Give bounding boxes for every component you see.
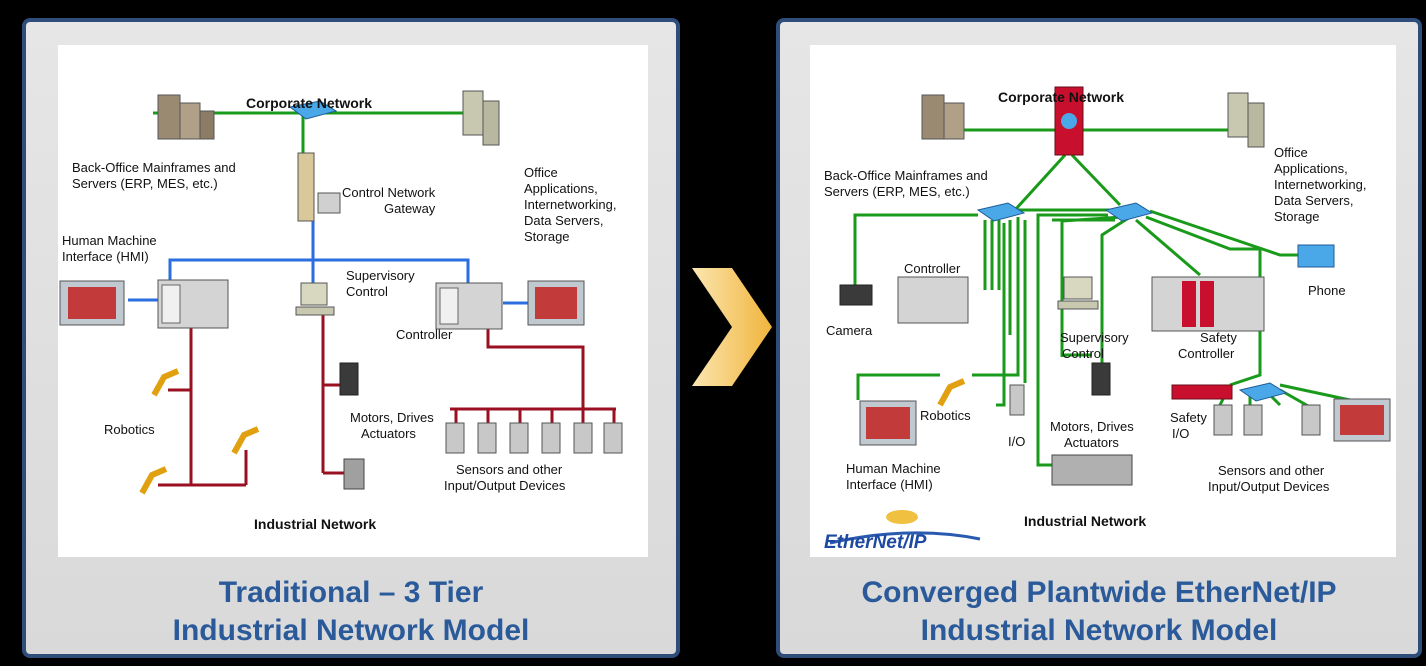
sensors-label-line2: Input/Output Devices bbox=[444, 478, 566, 493]
motors-label-line1: Motors, Drives bbox=[1050, 419, 1134, 434]
office-apps-label-line4: Data Servers, bbox=[1274, 193, 1353, 208]
office-server-icon bbox=[1227, 92, 1265, 148]
firewall-icon bbox=[1054, 86, 1084, 156]
safety-io-label-line2: I/O bbox=[1172, 426, 1189, 441]
caption-line2: Industrial Network Model bbox=[172, 614, 530, 647]
camera-label: Camera bbox=[826, 323, 873, 338]
hmi-label-line2: Interface (HMI) bbox=[62, 249, 149, 264]
office-server-icon bbox=[462, 90, 500, 146]
sensors-label-line2: Input/Output Devices bbox=[1208, 479, 1330, 494]
safety-controller-label-line1: Safety bbox=[1200, 330, 1237, 345]
motors-label-line1: Motors, Drives bbox=[350, 410, 434, 425]
robotics-label: Robotics bbox=[104, 422, 155, 437]
device-links bbox=[158, 315, 616, 487]
supervisory-computer-icon bbox=[295, 282, 335, 316]
back-office-label-line2: Servers (ERP, MES, etc.) bbox=[824, 184, 970, 199]
motors-label-line2: Actuators bbox=[1064, 435, 1119, 450]
motor-drive-icon bbox=[1091, 362, 1111, 396]
industrial-network-label: Industrial Network bbox=[1024, 513, 1146, 529]
robot-arm-icon bbox=[151, 368, 180, 397]
switch-icon bbox=[976, 202, 1026, 222]
supervisory-label-line1: Supervisory bbox=[1060, 330, 1129, 345]
supervisory-label-line2: Control bbox=[346, 284, 388, 299]
controller-label: Controller bbox=[904, 261, 961, 276]
gateway-label-line1: Control Network bbox=[342, 185, 436, 200]
supervisory-label-line1: Supervisory bbox=[346, 268, 415, 283]
hmi-icon bbox=[527, 280, 585, 326]
gateway-label-line2: Gateway bbox=[384, 201, 436, 216]
traditional-diagram: Corporate Network Back-Office Mainframes… bbox=[59, 90, 623, 532]
supervisory-label-line2: Control bbox=[1062, 346, 1104, 361]
io-label: I/O bbox=[1008, 434, 1025, 449]
office-apps-label-line5: Storage bbox=[524, 229, 570, 244]
camera-icon bbox=[839, 284, 873, 306]
mainframe-icon bbox=[157, 94, 215, 140]
hmi-icon bbox=[859, 400, 917, 446]
robot-arm-icon bbox=[937, 378, 966, 407]
office-apps-label-line1: Office bbox=[1274, 145, 1308, 160]
phone-label: Phone bbox=[1308, 283, 1346, 298]
sensors-label-line1: Sensors and other bbox=[1218, 463, 1325, 478]
controller-icon bbox=[157, 279, 229, 329]
back-office-label-line2: Servers (ERP, MES, etc.) bbox=[72, 176, 218, 191]
converged-diagram-canvas: Corporate Network Back-Office Mainframes… bbox=[810, 45, 1396, 557]
hmi-label-line2: Interface (HMI) bbox=[846, 477, 933, 492]
safety-controller-label-line2: Controller bbox=[1178, 346, 1235, 361]
hmi-label-line1: Human Machine bbox=[62, 233, 157, 248]
control-links bbox=[128, 220, 528, 305]
office-apps-label-line2: Applications, bbox=[1274, 161, 1348, 176]
ethernet-ip-logo-text: EtherNet/IP bbox=[824, 532, 927, 553]
motors-label-line2: Actuators bbox=[361, 426, 416, 441]
safety-io-label-line1: Safety bbox=[1170, 410, 1207, 425]
io-rack-icon bbox=[1051, 454, 1133, 486]
office-apps-label-line2: Applications, bbox=[524, 181, 598, 196]
robot-arm-icon bbox=[139, 466, 168, 495]
caption-line2: Industrial Network Model bbox=[920, 614, 1278, 647]
converged-caption: Converged Plantwide EtherNet/IP Industri… bbox=[780, 574, 1418, 650]
corporate-network-label: Corporate Network bbox=[998, 89, 1124, 105]
industrial-network-label: Industrial Network bbox=[254, 516, 376, 532]
safety-controller-icon bbox=[1151, 276, 1265, 332]
mainframe-icon bbox=[921, 94, 965, 140]
office-apps-label-line1: Office bbox=[524, 165, 558, 180]
controller-label: Controller bbox=[396, 327, 453, 342]
io-module-icon bbox=[1009, 384, 1025, 416]
caption-line1: Converged Plantwide EtherNet/IP bbox=[861, 576, 1337, 609]
office-apps-label-line3: Internetworking, bbox=[1274, 177, 1367, 192]
transition-arrow-icon bbox=[692, 268, 772, 386]
hmi-label-line1: Human Machine bbox=[846, 461, 941, 476]
motor-drive-icon bbox=[339, 362, 359, 396]
office-apps-label-line3: Internetworking, bbox=[524, 197, 617, 212]
traditional-diagram-canvas: Corporate Network Back-Office Mainframes… bbox=[58, 45, 648, 557]
office-apps-label-line4: Data Servers, bbox=[524, 213, 603, 228]
ethernet-links bbox=[853, 128, 1351, 467]
back-office-label-line1: Back-Office Mainframes and bbox=[72, 160, 236, 175]
switch-icon bbox=[1104, 202, 1154, 222]
actuator-icon bbox=[343, 458, 365, 490]
gateway-icon bbox=[297, 152, 341, 222]
sensor-icons bbox=[445, 422, 623, 454]
phone-icon bbox=[1297, 244, 1335, 268]
supervisory-computer-icon bbox=[1057, 276, 1099, 310]
ethernet-ip-logo-icon bbox=[829, 510, 981, 545]
hmi-icon bbox=[1333, 398, 1391, 442]
switch-icon bbox=[288, 100, 338, 120]
corporate-network-label: Corporate Network bbox=[246, 95, 372, 111]
traditional-caption: Traditional – 3 Tier Industrial Network … bbox=[26, 574, 676, 650]
hmi-icon bbox=[59, 280, 125, 326]
traditional-model-panel: Corporate Network Back-Office Mainframes… bbox=[22, 18, 680, 658]
robotics-label: Robotics bbox=[920, 408, 971, 423]
controller-icon bbox=[897, 276, 969, 324]
robot-arm-icon bbox=[231, 426, 260, 455]
sensor-icons bbox=[1213, 404, 1321, 436]
converged-model-panel: Corporate Network Back-Office Mainframes… bbox=[776, 18, 1422, 658]
sensors-label-line1: Sensors and other bbox=[456, 462, 563, 477]
controller-icon bbox=[435, 282, 503, 330]
safety-io-icon bbox=[1171, 384, 1233, 400]
caption-line1: Traditional – 3 Tier bbox=[218, 576, 484, 609]
converged-diagram: Corporate Network Back-Office Mainframes… bbox=[824, 86, 1391, 553]
back-office-label-line1: Back-Office Mainframes and bbox=[824, 168, 988, 183]
switch-icon bbox=[1238, 382, 1288, 402]
office-apps-label-line5: Storage bbox=[1274, 209, 1320, 224]
